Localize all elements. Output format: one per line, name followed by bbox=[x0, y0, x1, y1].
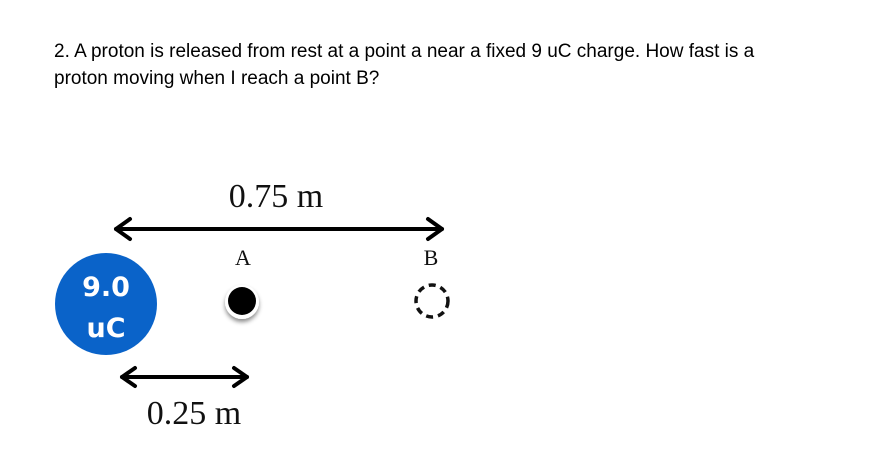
point-b-dashed-circle-icon bbox=[414, 283, 450, 319]
charge-value: 9.0 bbox=[82, 272, 130, 303]
bottom-distance-arrow-icon bbox=[120, 366, 249, 388]
bottom-distance-label: 0.25 m bbox=[147, 395, 241, 432]
charge-circle-icon bbox=[55, 253, 157, 355]
charge-unit: uC bbox=[86, 313, 125, 344]
fixed-charge: 9.0 uC bbox=[55, 253, 157, 355]
top-distance-arrow-icon bbox=[114, 217, 444, 241]
question-line-2: proton moving when I reach a point B? bbox=[54, 68, 380, 89]
point-a-label: A bbox=[235, 245, 251, 270]
question-line-1: 2. A proton is released from rest at a p… bbox=[54, 41, 755, 62]
proton-point-a-icon bbox=[225, 285, 259, 319]
top-distance-label: 0.75 m bbox=[229, 178, 323, 215]
point-b-label: B bbox=[424, 245, 439, 270]
question-text: 2. A proton is released from rest at a p… bbox=[54, 38, 844, 92]
